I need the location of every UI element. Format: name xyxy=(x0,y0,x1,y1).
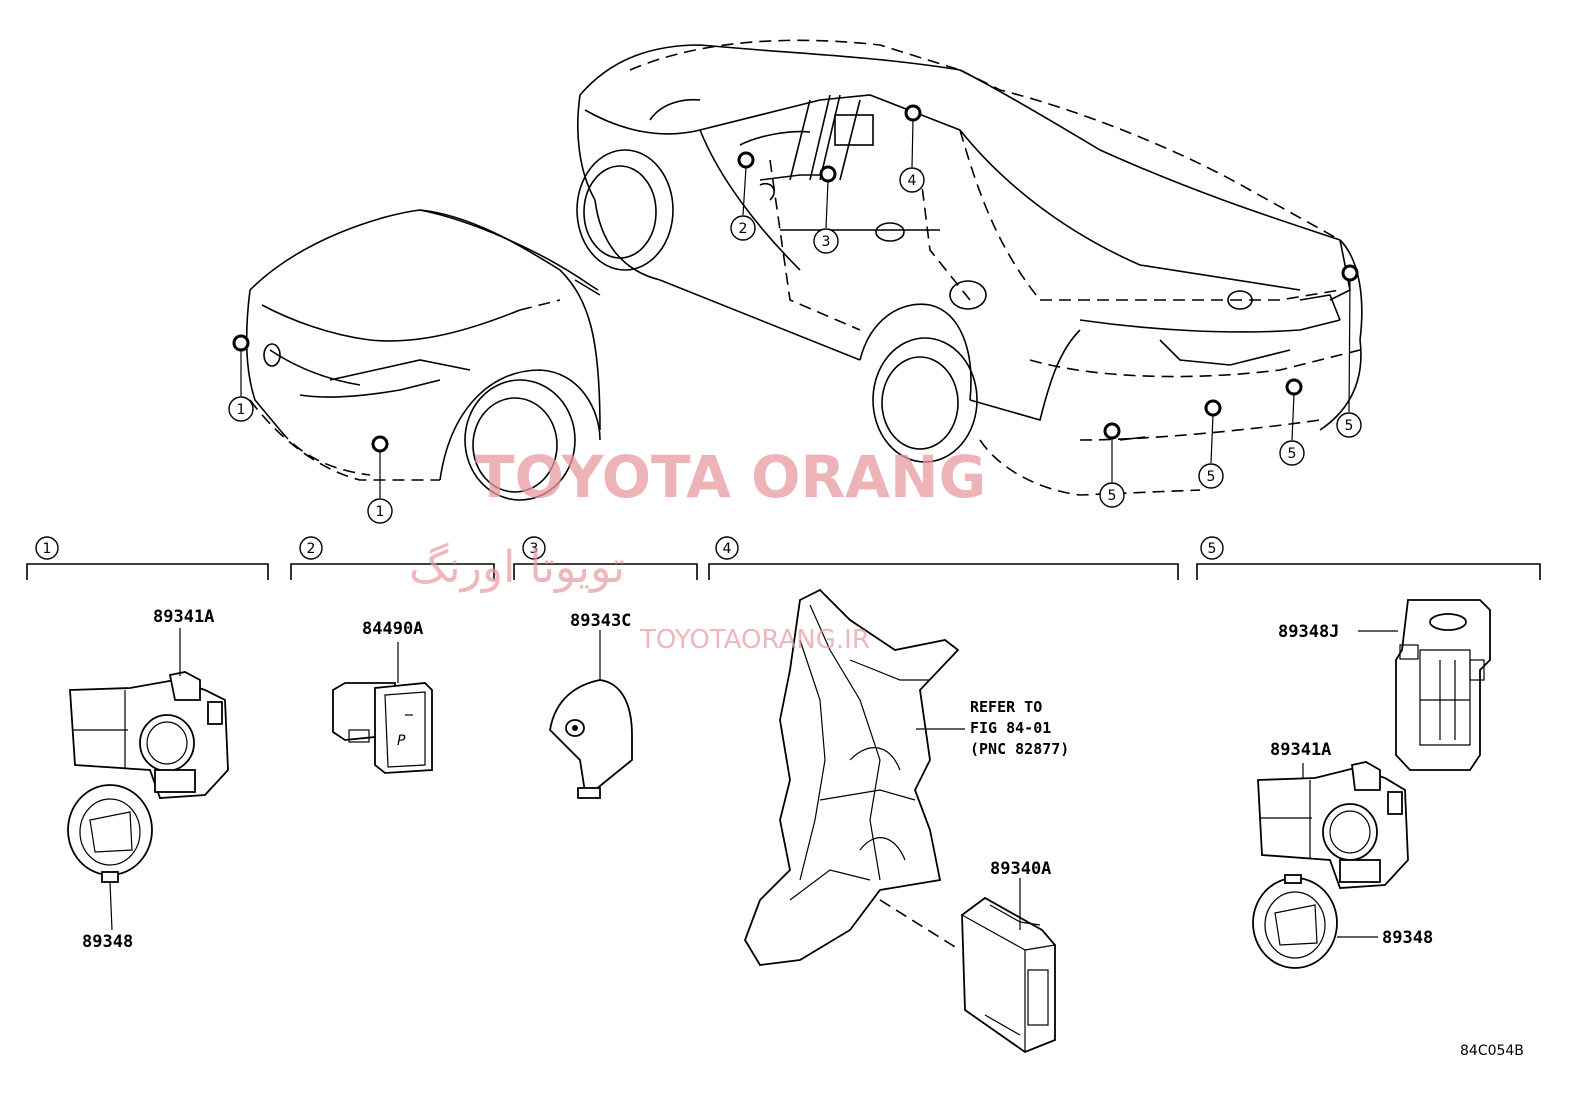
section-header-5: 5 xyxy=(1196,536,1541,580)
vehicle-callouts: 1 1 2 3 4 5 5 5 xyxy=(228,167,1362,524)
reference-line-3: (PNC 82877) xyxy=(970,740,1069,758)
part-number-89348-rear: 89348 xyxy=(1382,928,1433,948)
callout-number: 5 xyxy=(1345,418,1354,434)
callout-5-d: 5 xyxy=(1336,412,1362,438)
part-number-89348: 89348 xyxy=(82,932,133,952)
callout-number: 1 xyxy=(237,402,246,418)
section-number: 1 xyxy=(43,541,52,557)
callout-3: 3 xyxy=(813,228,839,254)
section-1-parts: 89341A 89348 xyxy=(67,607,229,952)
callout-2: 2 xyxy=(730,215,756,241)
section-headers: 1 2 3 4 5 xyxy=(26,536,1541,580)
section-number: 3 xyxy=(530,541,539,557)
section-number: 2 xyxy=(307,541,316,557)
part-number-84490a: 84490A xyxy=(362,619,423,639)
callout-5-b: 5 xyxy=(1198,463,1224,489)
callout-number: 5 xyxy=(1288,446,1297,462)
front-vehicle-view xyxy=(245,209,601,501)
callout-number: 4 xyxy=(908,173,917,189)
instrument-panel-brace xyxy=(744,588,960,966)
callout-1-front-lower: 1 xyxy=(367,498,393,524)
sensor-ecu-89340a xyxy=(961,896,1056,1054)
reference-line-1: REFER TO xyxy=(970,698,1042,716)
callout-5-a: 5 xyxy=(1099,482,1125,508)
sensor-retainer-89348-rear xyxy=(1252,874,1338,969)
callout-number: 5 xyxy=(1108,488,1117,504)
section-3-parts: 89343C xyxy=(549,611,633,799)
section-number: 4 xyxy=(723,541,732,557)
switch-p-label: P xyxy=(397,733,406,749)
callout-number: 1 xyxy=(376,504,385,520)
watermark-persian: تویوتا اورنگ xyxy=(409,542,625,593)
section-header-4: 4 xyxy=(708,536,1179,580)
section-5-parts: 89348J 89341A 89348 xyxy=(1252,599,1491,969)
ultrasonic-sensor-89341a xyxy=(69,671,229,799)
callout-1-front-upper: 1 xyxy=(228,396,254,422)
ultrasonic-sensor-89341a-rear xyxy=(1257,761,1409,889)
part-number-89348j: 89348J xyxy=(1278,622,1339,642)
sensor-retainer-89348 xyxy=(67,784,153,883)
watermark: TOYOTA ORANG تویوتا اورنگ TOYOTAORANG.IR xyxy=(409,443,986,655)
section-header-1: 1 xyxy=(26,536,269,580)
callout-number: 2 xyxy=(739,221,748,237)
side-rear-vehicle-view xyxy=(576,39,1363,496)
sensor-holder-89348j xyxy=(1395,599,1491,771)
callout-number: 3 xyxy=(822,234,831,250)
part-number-89341a-rear: 89341A xyxy=(1270,740,1331,760)
callout-4: 4 xyxy=(899,167,925,193)
reference-line-2: FIG 84-01 xyxy=(970,719,1051,737)
part-number-89343c: 89343C xyxy=(570,611,631,631)
section-header-3: 3 xyxy=(513,536,698,580)
diagram-code: 84C054B xyxy=(1460,1043,1524,1059)
section-number: 5 xyxy=(1208,541,1217,557)
buzzer-89343c xyxy=(549,679,633,799)
watermark-site: TOYOTAORANG.IR xyxy=(639,625,870,655)
part-number-89340a: 89340A xyxy=(990,859,1051,879)
callout-number: 5 xyxy=(1207,469,1216,485)
section-4-parts: REFER TO FIG 84-01 (PNC 82877) 89340A xyxy=(744,588,1069,1054)
part-number-89341a: 89341A xyxy=(153,607,214,627)
section-2-parts: P 84490A xyxy=(332,619,433,774)
section-header-2: 2 xyxy=(290,536,495,580)
watermark-title: TOYOTA ORANG xyxy=(475,443,986,511)
callout-5-c: 5 xyxy=(1279,440,1305,466)
sonar-switch-84490a: P xyxy=(332,682,433,774)
callout-leaders xyxy=(240,119,1351,498)
sensor-markers xyxy=(232,104,1359,453)
